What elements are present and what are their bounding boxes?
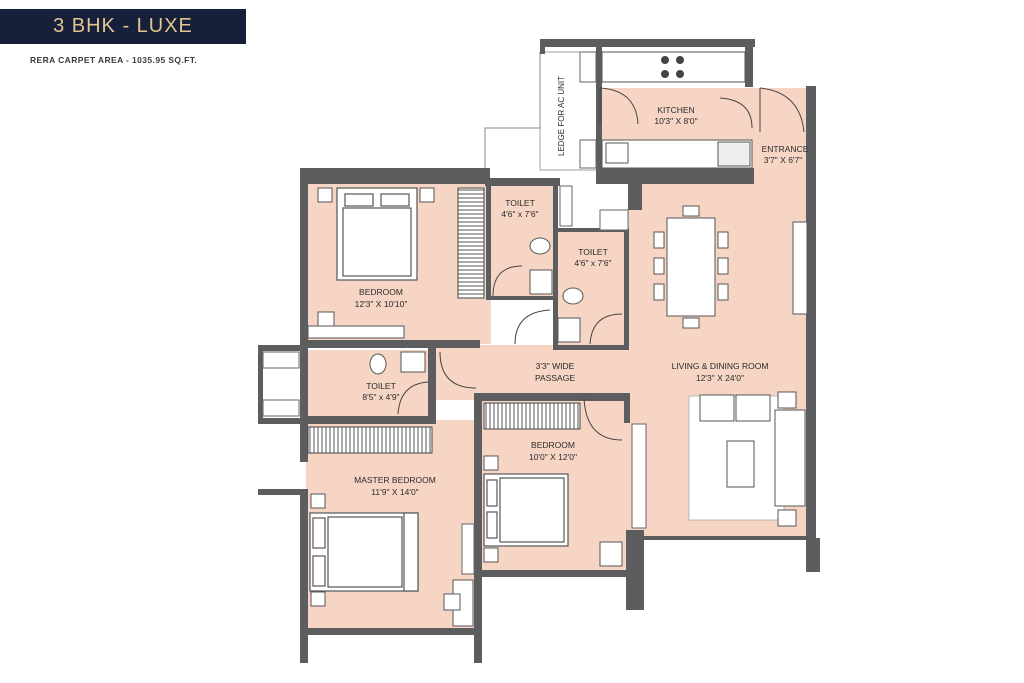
wall [745, 47, 753, 87]
toilet2-name: TOILET [578, 247, 608, 257]
walls [258, 39, 820, 663]
wall [474, 393, 482, 663]
console-unit [792, 221, 808, 315]
desk-icon [307, 311, 623, 627]
wall [300, 416, 436, 424]
wall [624, 393, 630, 423]
passage-name: 3'3" WIDE [536, 361, 575, 371]
wall [308, 628, 478, 635]
wall [540, 39, 755, 47]
stove-icon [661, 56, 684, 78]
bed-icon [483, 473, 569, 547]
bedroom1-size: 12'3" X 10'10" [355, 299, 408, 309]
kitchen-name: KITCHEN [657, 105, 694, 115]
master-size: 11'9" X 14'0" [371, 487, 418, 497]
master-name: MASTER BEDROOM [354, 475, 436, 485]
wall [258, 418, 308, 424]
bed-icon [336, 187, 418, 281]
wall [486, 184, 491, 300]
plan-title: 3 BHK - LUXE [53, 15, 193, 37]
living-size: 12'3" X 24'0" [696, 373, 744, 383]
wall [300, 495, 308, 663]
wall [540, 39, 545, 54]
wall [806, 86, 816, 538]
wall [258, 345, 308, 351]
wall [258, 345, 263, 424]
wall [553, 345, 629, 350]
wall [485, 178, 560, 186]
wall [482, 570, 630, 577]
wall [300, 348, 308, 421]
ac-ledge-label: LEDGE FOR AC UNIT [557, 76, 566, 156]
toilet1-size: 4'6" x 7'6" [501, 209, 538, 219]
toilet3-size: 8'5" x 4'9" [362, 392, 399, 402]
wall [300, 340, 480, 348]
window-icon [262, 51, 647, 575]
wall [626, 530, 644, 610]
bedroom1-name: BEDROOM [359, 287, 403, 297]
wall [624, 228, 629, 348]
wall [553, 228, 628, 232]
wall [806, 538, 820, 572]
sofa-icon [699, 391, 806, 527]
bedroom2-name: BEDROOM [531, 440, 575, 450]
toilet1-name: TOILET [505, 198, 535, 208]
bed-icon [309, 512, 419, 592]
living-name: LIVING & DINING ROOM [672, 361, 769, 371]
entrance-name: ENTRANCE [762, 144, 809, 154]
wall [486, 296, 554, 300]
wall [428, 348, 436, 418]
wall [300, 168, 490, 184]
wardrobe [457, 187, 485, 299]
wall [596, 47, 602, 174]
wall [553, 184, 558, 349]
kitchen-size: 10'3" X 8'0" [654, 116, 697, 126]
wall [258, 489, 308, 495]
ac-ledge-outline [484, 52, 541, 168]
wall [628, 184, 642, 210]
entrance-size: 3'7" X 6'7" [764, 155, 803, 165]
kitchen-counters [601, 51, 753, 169]
wall [642, 536, 808, 540]
toilet-fixtures [369, 237, 584, 375]
carpet-area-label: RERA CARPET AREA - 1035.95 SQ.FT. [30, 55, 198, 65]
wall [596, 168, 754, 184]
passage-name2: PASSAGE [535, 373, 575, 383]
wardrobe [307, 426, 433, 454]
toilet3-name: TOILET [366, 381, 396, 391]
nightstand-icon [310, 187, 499, 607]
wall [300, 424, 308, 462]
dining-table-icon [653, 205, 729, 329]
toilet2-size: 4'6" x 7'6" [574, 258, 611, 268]
door-swings [397, 87, 805, 441]
plan-title-banner: 3 BHK - LUXE [0, 9, 246, 44]
wardrobe [483, 402, 581, 430]
passage-floor [436, 345, 631, 400]
bedroom2-size: 10'0" X 12'0" [529, 452, 577, 462]
wall [300, 168, 308, 343]
wall [478, 393, 628, 401]
